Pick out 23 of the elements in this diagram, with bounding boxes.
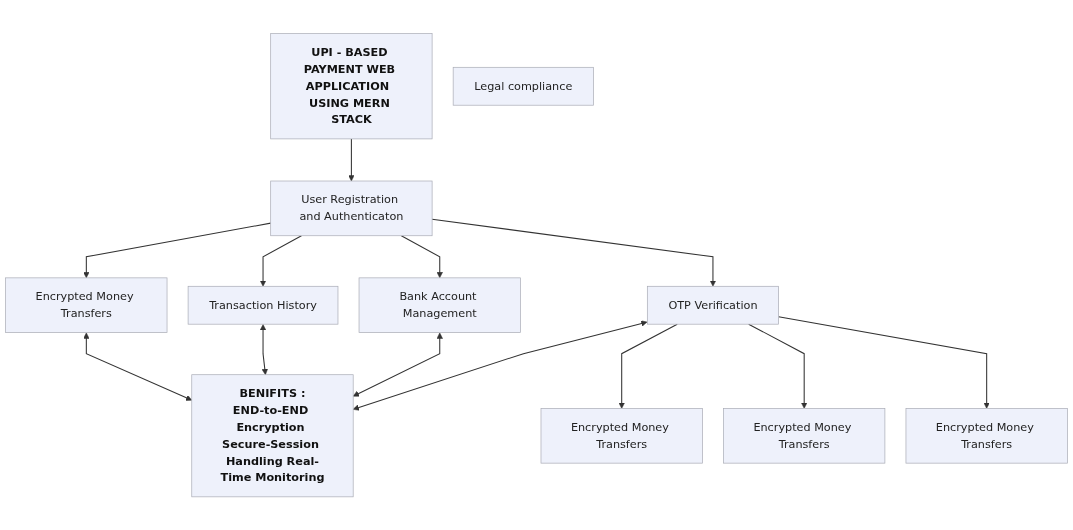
arrow [348, 138, 355, 182]
node-box: Transaction History [187, 285, 339, 325]
arrow [83, 222, 272, 278]
arrow [778, 316, 990, 409]
node-box: Bank Account Management [358, 277, 521, 333]
node-box: UPI - BASED PAYMENT WEB APPLICATION USING MERN STACK [270, 33, 433, 139]
node-box: BENIFITS : END-to-END Encryption Secure-Session Handling Real-Time Monitoring [191, 374, 354, 497]
node-box: Encrypted Money Transfers [723, 407, 886, 464]
arrow [431, 218, 717, 287]
node-box: OTP Verification [646, 285, 779, 325]
arrow [400, 235, 443, 278]
arrow [352, 332, 443, 397]
arrow [83, 332, 193, 401]
node-box: Encrypted Money Transfers [540, 407, 703, 464]
arrow [259, 323, 268, 375]
arrow [748, 323, 808, 409]
arrow [352, 320, 648, 411]
node-box: Encrypted Money Transfers [905, 407, 1068, 464]
node-box: User Registration and Authenticaton [270, 180, 433, 236]
node-box: Legal compliance [452, 66, 594, 106]
arrow [618, 323, 678, 409]
arrow [259, 235, 302, 287]
node-box: Encrypted Money Transfers [5, 277, 168, 333]
